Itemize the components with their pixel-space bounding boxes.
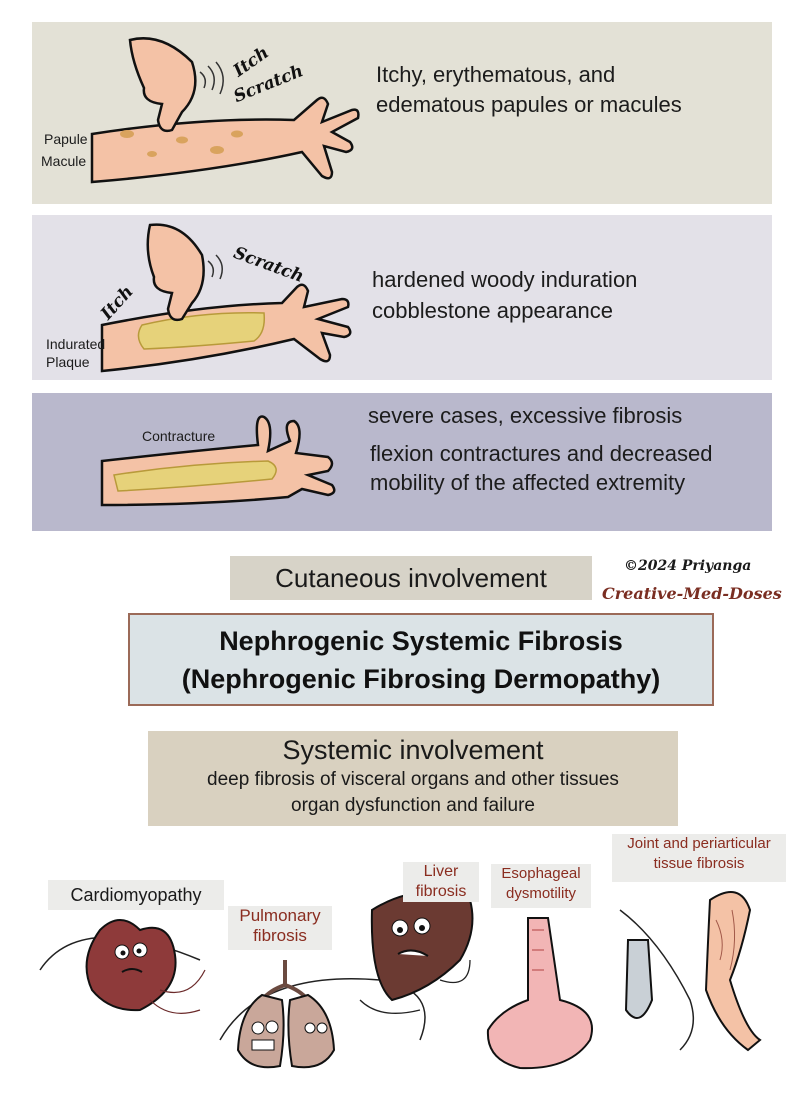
esophageal-label-line-1: Esophageal: [501, 865, 581, 882]
induration-description-1: hardened woody induration: [372, 267, 638, 292]
main-title-line-1: Nephrogenic Systemic Fibrosis: [219, 626, 623, 656]
esophageal-dysmotility-label: Esophageal dysmotility: [491, 864, 591, 908]
contracture-label: Contracture: [142, 428, 216, 444]
copyright-credit: ©2024 Priyanga: [624, 558, 752, 574]
main-title-line-2: (Nephrogenic Fibrosing Dermopathy): [181, 664, 661, 694]
induration-description-2: cobblestone appearance: [372, 298, 613, 323]
cutaneous-involvement-title: Cutaneous involvement: [230, 556, 592, 600]
joint-fibrosis-label: Joint and periarticular tissue fibrosis: [612, 834, 786, 882]
systemic-involvement-box: Systemic involvement deep fibrosis of vi…: [148, 731, 678, 826]
creator-credit: Creative-Med-Doses: [602, 584, 782, 603]
pulmonary-fibrosis-label: Pulmonary fibrosis: [228, 906, 332, 950]
heart-icon: [39, 919, 206, 1014]
papule-label: Papule: [44, 131, 88, 147]
esophagus-icon: [486, 917, 593, 1070]
arm-contracture-illustration: [100, 415, 336, 507]
pulmonary-label-line-2: fibrosis: [253, 926, 307, 945]
joint-label-line-2: tissue fibrosis: [653, 855, 745, 872]
papule-description-1: Itchy, erythematous, and: [376, 62, 616, 87]
contracture-description-1: severe cases, excessive fibrosis: [368, 403, 683, 428]
joint-icon: [619, 891, 762, 1052]
systemic-line-1: deep fibrosis of visceral organs and oth…: [207, 769, 619, 790]
plaque-label: Plaque: [46, 354, 90, 370]
arm-papule-illustration: [90, 37, 360, 184]
macule-label: Macule: [41, 153, 87, 169]
liver-fibrosis-label: Liver fibrosis: [403, 862, 479, 902]
systemic-involvement-title: Systemic involvement: [282, 735, 544, 765]
contracture-description-2: flexion contractures and decreased: [370, 441, 713, 466]
papule-description-2: edematous papules or macules: [376, 92, 682, 117]
pulmonary-label-line-1: Pulmonary: [239, 906, 321, 925]
lungs-icon: [219, 960, 426, 1069]
panel-contracture: Contracture severe cases, excessive fibr…: [32, 393, 772, 531]
indurated-label: Indurated: [46, 336, 106, 352]
cardiomyopathy-label: Cardiomyopathy: [48, 880, 224, 910]
joint-label-line-1: Joint and periarticular: [627, 835, 771, 852]
panel-papules: Itch Scratch Papule Macule Itchy, erythe…: [32, 22, 772, 204]
contracture-description-3: mobility of the affected extremity: [370, 470, 686, 495]
esophageal-label-line-2: dysmotility: [505, 885, 576, 902]
liver-label-line-2: fibrosis: [415, 883, 467, 900]
systemic-line-2: organ dysfunction and failure: [291, 795, 535, 816]
main-title-box: Nephrogenic Systemic Fibrosis (Nephrogen…: [128, 613, 714, 706]
liver-icon: [359, 891, 474, 1014]
arm-plaque-illustration: [100, 223, 352, 373]
liver-label-line-1: Liver: [423, 863, 459, 880]
panel-induration: Itch Scratch Indurated Plaque hardened w…: [32, 215, 772, 380]
